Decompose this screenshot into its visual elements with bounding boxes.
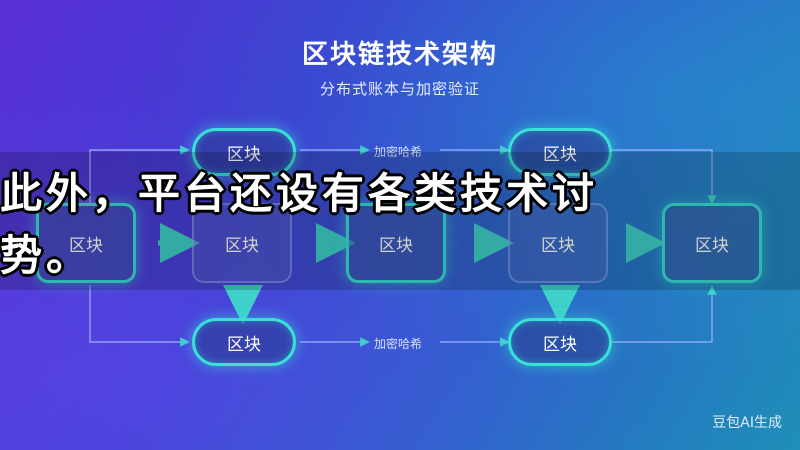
block-node-top-left: 区块 [192, 128, 296, 176]
block-node-mid-2: 区块 [192, 203, 292, 283]
caption-backdrop [0, 152, 800, 290]
edge-loop-right-top [612, 149, 717, 205]
edge-loop-right-bottom [612, 285, 717, 343]
block-node-mid-4: 区块 [508, 203, 608, 283]
block-node-bottom-left: 区块 [192, 318, 296, 366]
block-node-mid-5: 区块 [662, 203, 762, 283]
block-node-mid-3: 区块 [346, 203, 446, 283]
edge-label-bottom: 加密哈希 [374, 337, 423, 351]
block-node-mid-1: 区块 [36, 203, 136, 283]
edge-label-top: 加密哈希 [374, 145, 423, 159]
block-node-bottom-right: 区块 [508, 318, 612, 366]
diagram-title: 区块链技术架构 [301, 40, 498, 70]
caption-line-2: 势。 [0, 231, 93, 280]
edge-loop-left-bottom [89, 285, 190, 347]
caption-line-1: 此外，平台还设有各类技术讨 [0, 169, 599, 218]
watermark-label: 豆包AI生成 [712, 415, 782, 431]
edge-loop-left-top [89, 145, 190, 205]
block-node-top-right: 区块 [508, 128, 612, 176]
diagram-subtitle: 分布式账本与加密验证 [319, 80, 480, 98]
